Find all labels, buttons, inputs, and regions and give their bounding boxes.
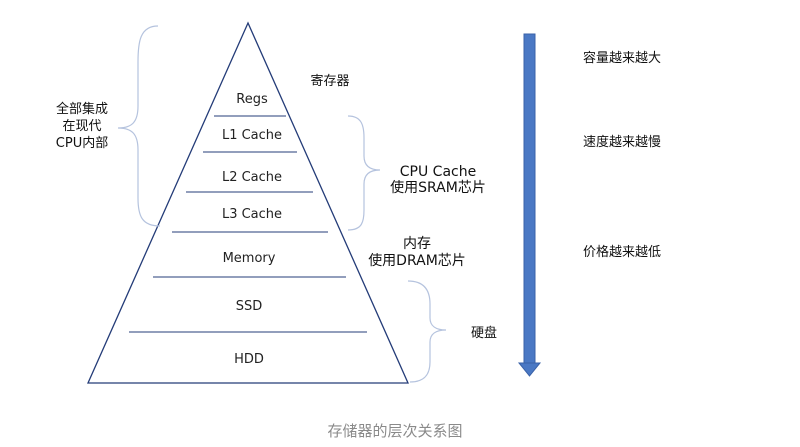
- layer-label-l3-cache: L3 Cache: [222, 207, 282, 222]
- arrow-head: [517, 362, 542, 377]
- memory-label-line2: 使用DRAM芯片: [368, 252, 466, 269]
- left-brace: [117, 25, 161, 227]
- left-group-label-line1: 全部集成: [56, 101, 108, 117]
- layer-label-regs: Regs: [236, 92, 268, 107]
- pyramid-outline: [86, 21, 410, 384]
- arrow-shaft: [523, 33, 536, 365]
- cpu-cache-label-line2: 使用SRAM芯片: [390, 179, 486, 196]
- layer-label-ssd: SSD: [236, 299, 263, 314]
- layer-label-hdd: HDD: [234, 352, 264, 367]
- trend-price: 价格越来越低: [583, 244, 661, 260]
- layer-label-l2-cache: L2 Cache: [222, 170, 282, 185]
- left-group-label-line2: 在现代: [62, 119, 101, 134]
- left-group-label-line3: CPU内部: [56, 135, 108, 151]
- registers-label: 寄存器: [310, 73, 349, 89]
- disk-label: 硬盘: [471, 325, 497, 341]
- memory-label-line1: 内存: [403, 236, 431, 252]
- cpu-cache-label-line1: CPU Cache: [400, 164, 476, 180]
- disk-brace: [407, 280, 447, 383]
- trend-capacity: 容量越来越大: [583, 50, 661, 66]
- trend-speed: 速度越来越慢: [583, 134, 661, 150]
- cpu-cache-brace: [347, 115, 381, 231]
- figure-caption: 存储器的层次关系图: [327, 422, 462, 440]
- layer-label-memory: Memory: [223, 251, 276, 266]
- down-arrow-icon: [517, 33, 542, 377]
- layer-label-l1-cache: L1 Cache: [222, 128, 282, 143]
- layer-separators: [129, 115, 367, 333]
